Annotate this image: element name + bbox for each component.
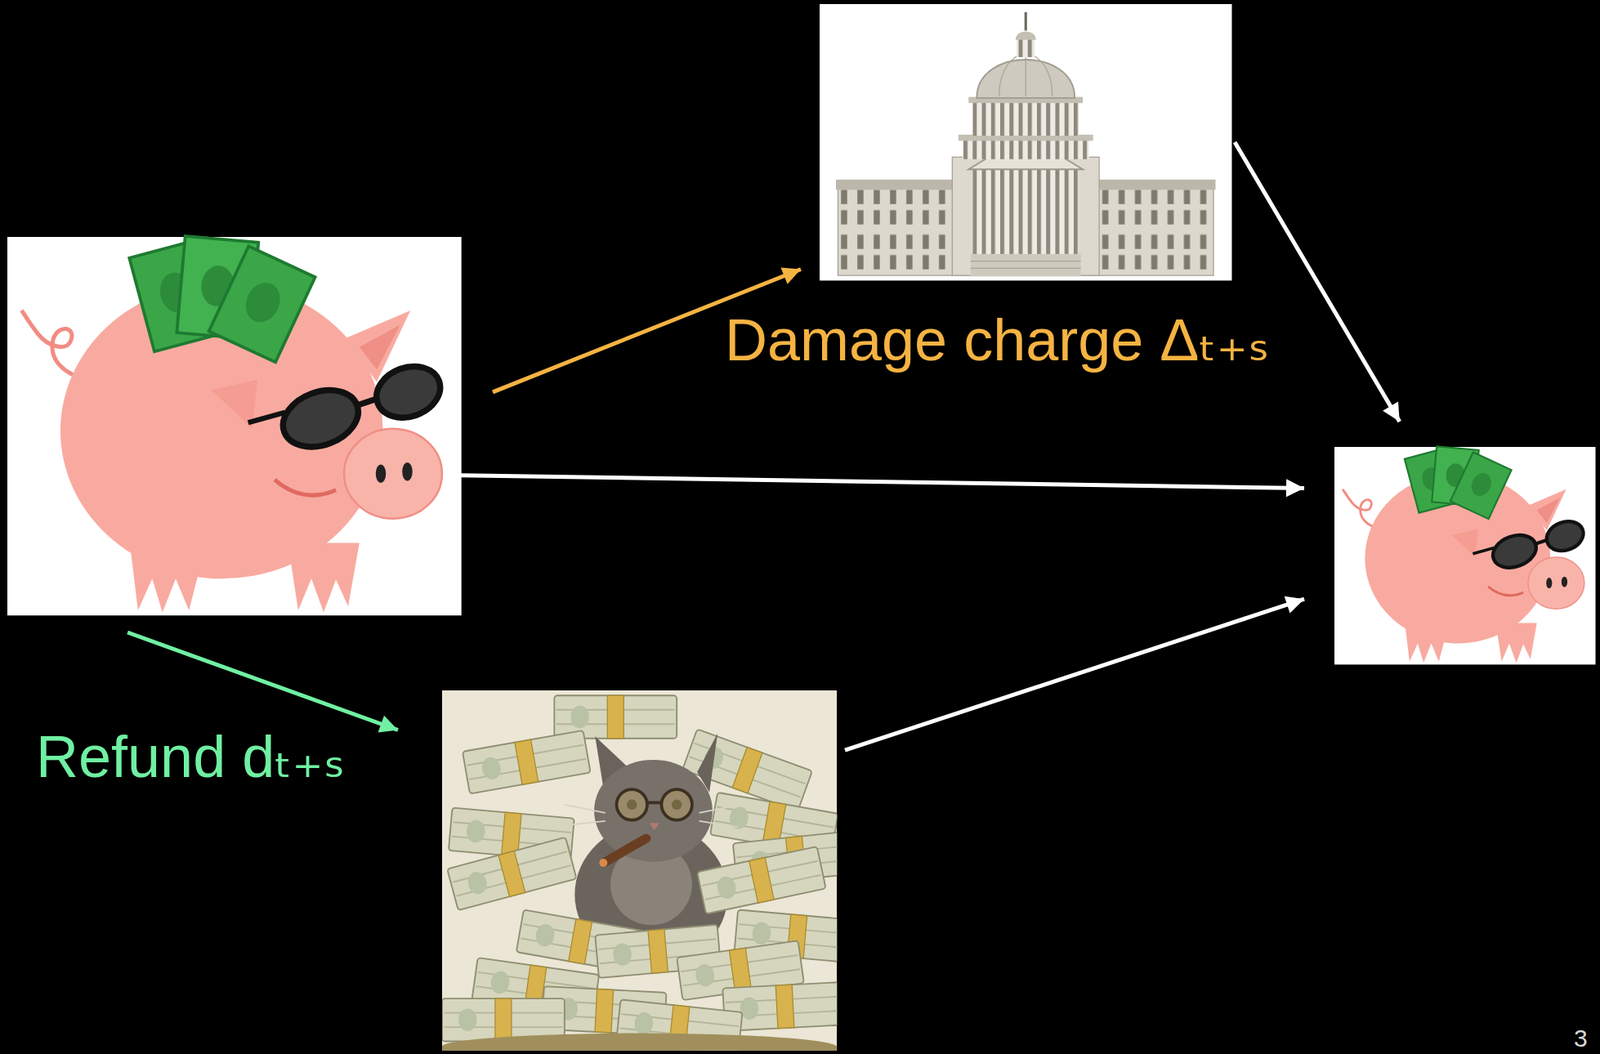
small-piggy-bank-picture-part — [1334, 446, 1596, 665]
money-cat-picture-part-part — [647, 800, 662, 805]
capitol-picture-part — [1024, 12, 1028, 31]
money-cat — [442, 690, 837, 1051]
money-cat-picture-part-part — [462, 730, 591, 795]
capitol-picture-part — [970, 268, 1082, 269]
money-cat-picture-part-part — [616, 789, 648, 820]
edge-label: Damage charge Δₜ₊ₛ — [724, 310, 1270, 370]
capitol-picture-part — [819, 4, 1232, 281]
small-piggy-bank-picture — [1334, 446, 1596, 665]
piggy-bank — [7, 236, 461, 616]
slide-number: 3 — [1573, 1026, 1588, 1051]
flow-arrow — [460, 475, 1305, 489]
capitol-picture-part — [962, 138, 1090, 160]
money-cat-picture-part-part — [605, 838, 647, 863]
capitol-building — [819, 4, 1232, 281]
refund-arrow — [127, 632, 398, 731]
capitol-picture-part — [970, 254, 1082, 277]
capitol-picture-part — [1015, 31, 1037, 40]
money-cat-picture-part-part — [697, 846, 826, 914]
capitol-picture-part — [999, 53, 1053, 96]
capitol-picture-part — [970, 260, 1082, 262]
capitol-picture-part — [972, 101, 1079, 136]
piggy-bank-picture — [7, 236, 462, 616]
flow-arrow — [844, 598, 1305, 751]
small-piggy-bank — [1334, 446, 1596, 665]
money-cat-picture-part-part — [648, 822, 659, 831]
money-cat-picture — [440, 690, 861, 1054]
flow-arrow — [1234, 142, 1400, 422]
capitol-picture-part — [1016, 38, 1035, 57]
money-cat-picture-part-part — [594, 759, 713, 863]
edge-label: Refund dₜ₊ₛ — [35, 727, 345, 787]
money-cat-picture-part-part — [442, 1033, 837, 1051]
capitol-picture — [819, 4, 1232, 281]
money-cat-picture-part-part — [661, 789, 692, 820]
money-cat-picture-part — [442, 690, 837, 1051]
money-cat-picture-part-part — [446, 837, 577, 911]
money-cat-picture-part-part — [598, 858, 608, 868]
piggy-bank-picture-part — [7, 236, 462, 616]
capitol-picture-part — [972, 167, 1079, 255]
